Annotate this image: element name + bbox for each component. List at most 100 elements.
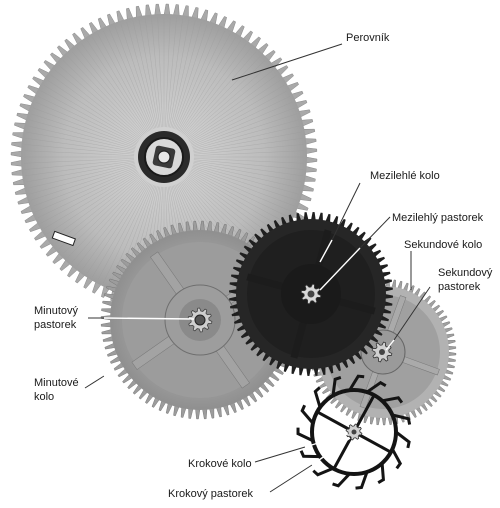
barrel-texture-line: [178, 33, 231, 131]
barrel-texture-line: [187, 175, 274, 245]
escape-wheel-tooth: [331, 375, 342, 396]
barrel-texture-line: [24, 158, 135, 164]
barrel-texture-line: [186, 64, 270, 138]
escape-wheel-tooth: [296, 427, 314, 443]
barrel-texture-line: [43, 85, 139, 142]
barrel-wheel: [10, 3, 318, 311]
minute-pinion: [187, 307, 213, 333]
label-seconds-pinion-line2: pastorek: [438, 281, 481, 293]
barrel-texture-line: [193, 150, 304, 156]
barrel-texture-line: [81, 43, 147, 133]
label-minute-pinion-line2: pastorek: [34, 319, 77, 331]
barrel-texture-line: [114, 25, 154, 129]
barrel-texture-line: [58, 64, 142, 138]
barrel-texture-line: [138, 19, 159, 128]
leader-lines: [84, 43, 431, 493]
barrel-texture-line: [47, 79, 140, 141]
barrel-texture-line: [108, 184, 153, 286]
barrel-texture-line: [62, 60, 143, 137]
label-seconds-pinion-line1: Sekundový: [438, 267, 493, 279]
escape-wheel-tooth: [392, 413, 412, 425]
escape-wheel-tooth: [395, 430, 411, 449]
label-minute-pinion-line1: Minutový: [34, 305, 79, 317]
barrel-texture-line: [40, 90, 138, 143]
barrel-texture-line: [81, 181, 147, 271]
barrel-texture-line: [191, 101, 293, 146]
barrel-texture-line: [108, 28, 153, 130]
label-seconds-wheel: Sekundové kolo: [404, 239, 482, 251]
barrel-texture-line: [190, 171, 288, 224]
barrel-texture-line: [35, 168, 137, 213]
barrel-texture-line: [26, 162, 135, 183]
barrel-texture-line: [190, 169, 291, 218]
barrel-texture-line: [67, 55, 144, 136]
barrel-texture-line: [192, 113, 298, 148]
barrel-texture-line: [188, 173, 281, 235]
barrel-texture-line: [187, 69, 274, 139]
barrel-texture-line: [120, 23, 155, 129]
barrel-texture-line: [97, 183, 150, 281]
barrel-texture-line: [193, 158, 304, 164]
barrel-texture-line: [189, 172, 285, 229]
barrel-texture-line: [166, 17, 177, 128]
barrel-texture-line: [192, 107, 296, 147]
barrel-texture-line: [188, 79, 281, 141]
barrel-texture-line: [193, 125, 301, 151]
barrel-texture-line: [43, 172, 139, 229]
barrel-texture-line: [157, 17, 163, 128]
escape-wheel-tooth: [332, 472, 351, 488]
barrel-texture-line: [189, 85, 285, 142]
barrel-texture-line: [37, 96, 138, 145]
barrel-texture-line: [191, 168, 293, 213]
barrel-texture-line: [62, 177, 143, 254]
barrel-texture-line: [193, 144, 304, 155]
barrel-texture-line: [25, 160, 135, 176]
barrel-texture-line: [32, 107, 136, 147]
barrel-texture-line: [24, 144, 135, 155]
barrel-texture-line: [97, 33, 150, 131]
barrel-texture-line: [24, 159, 135, 170]
barrel-texture-line: [190, 90, 288, 143]
escape-wheel-spoke: [332, 431, 356, 470]
barrel-texture-line: [24, 150, 135, 156]
escape-wheel-tooth: [381, 396, 404, 404]
barrel-texture-line: [182, 47, 252, 134]
escape-wheel: [296, 374, 412, 490]
barrel-texture-line: [170, 20, 196, 128]
escape-wheel-tooth: [299, 450, 321, 459]
escape-wheel-tooth: [391, 448, 403, 470]
barrel-texture-line: [173, 23, 208, 129]
barrel-texture-line: [28, 164, 136, 195]
barrel-texture-line: [35, 101, 137, 146]
barrel-texture-line: [193, 162, 302, 183]
barrel-texture-line: [132, 20, 158, 128]
intermediate-wheel-spoke: [290, 312, 310, 359]
barrel-texture-line: [192, 166, 298, 201]
escape-wheel-tooth: [300, 404, 315, 425]
escape-wheel-spoke: [316, 410, 355, 434]
barrel-texture-line: [54, 175, 141, 245]
barrel-texture-line: [86, 181, 148, 274]
barrel-texture-line: [185, 60, 266, 137]
escape-wheel-tooth: [366, 380, 387, 394]
intermediate-wheel-spoke: [312, 229, 332, 276]
barrel-texture-line: [183, 51, 257, 135]
label-minute-wheel-line2: kolo: [34, 391, 54, 403]
barrel-texture-line: [50, 74, 140, 140]
barrel-texture-line: [54, 69, 141, 139]
barrel-texture-line: [28, 119, 136, 150]
barrel-texture-line: [145, 18, 161, 128]
barrel-texture-line: [30, 166, 136, 201]
barrel-texture-line: [27, 125, 135, 151]
label-minute-wheel-line1: Minutové: [34, 377, 79, 389]
barrel-texture-line: [174, 25, 214, 129]
barrel-texture-line: [171, 21, 202, 129]
label-intermediate-pinion: Mezilehlý pastorek: [392, 212, 484, 224]
barrel-texture-line: [86, 40, 148, 133]
barrel-texture-line: [92, 182, 149, 278]
escape-wheel-tooth: [313, 386, 322, 408]
barrel-texture-line: [180, 40, 242, 133]
barrel-texture-line: [193, 131, 302, 152]
barrel-texture-line: [103, 30, 152, 131]
